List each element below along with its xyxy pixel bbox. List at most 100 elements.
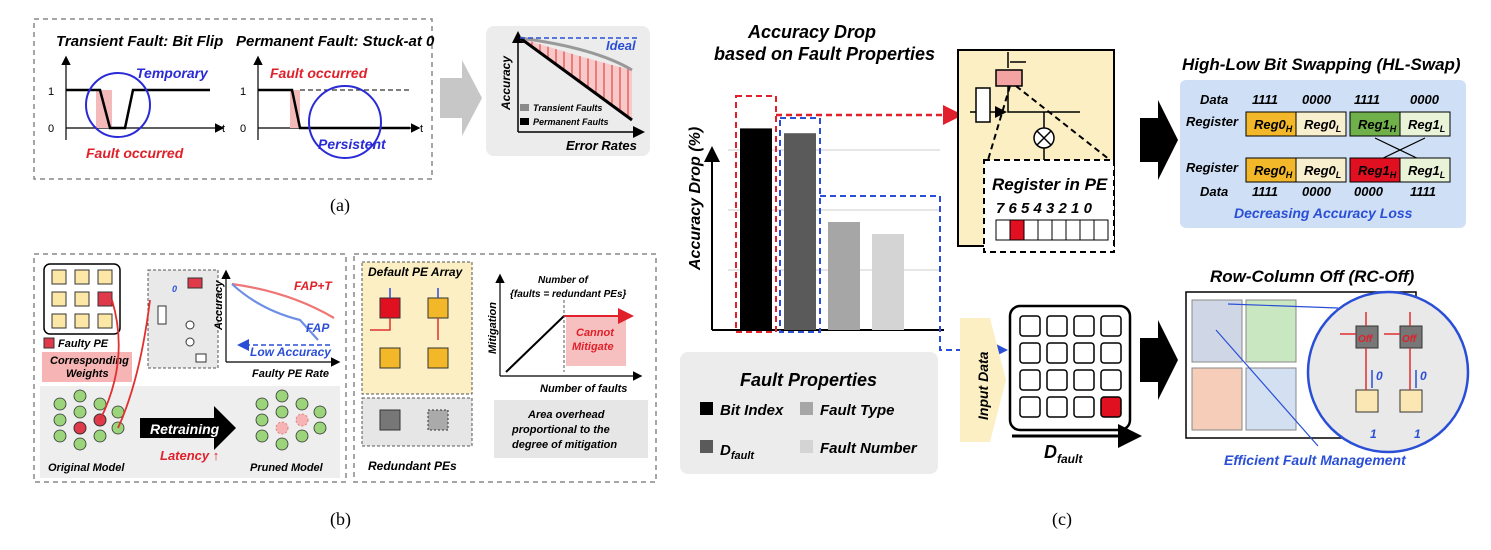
pruned-model-label: Pruned Model — [250, 462, 324, 474]
area-line-3: degree of mitigation — [512, 439, 617, 451]
caption-b: (b) — [330, 509, 351, 530]
hl-e4: 1111 — [1410, 184, 1436, 199]
off-label-2: Off — [1402, 334, 1418, 345]
fault-occurred-1: Fault occurred — [86, 145, 184, 161]
rc-zoom-circle — [1306, 290, 1470, 454]
hl-d4: 0000 — [1410, 92, 1440, 107]
zero-label-2: 0 — [1420, 369, 1427, 383]
mitigate-label: Mitigate — [572, 341, 614, 353]
redundant-pes-label: Redundant PEs — [368, 459, 457, 473]
hl-reg0h-top: Reg0H — [1254, 117, 1293, 134]
pe-cell — [1019, 396, 1041, 418]
hl-d1: 1111 — [1252, 92, 1278, 107]
bit-index-highlight — [735, 95, 777, 333]
bar-fault-number — [828, 222, 860, 330]
legend-permanent: Permanent Faults — [533, 117, 609, 127]
temporary-label: Temporary — [136, 65, 209, 81]
pe-cell — [1073, 342, 1095, 364]
t-label-2: t — [420, 123, 423, 135]
ideal-label: Ideal — [606, 38, 636, 53]
rc-arrow — [1140, 320, 1178, 400]
legend-dfault-swatch — [700, 440, 713, 453]
zero-label: 0 — [172, 284, 177, 294]
transient-title: Transient Fault: Bit Flip — [56, 33, 223, 50]
bar-bit-index — [740, 128, 772, 330]
faults-eq-label: {faults = redundant PEs} — [510, 289, 627, 300]
area-overhead-box — [494, 400, 648, 458]
rc-title: Row-Column Off (RC-Off) — [1210, 267, 1415, 286]
hl-e1: 1111 — [1252, 184, 1278, 199]
hl-register-1: Register — [1186, 114, 1239, 129]
fault-occurred-2: Fault occurred — [270, 65, 368, 81]
pe-cell — [1019, 369, 1041, 391]
num-of-label: Number of — [538, 275, 590, 286]
panel-b-right-frame — [353, 253, 657, 483]
mitigation-ylabel: Mitigation — [487, 302, 499, 354]
faulty-pe-cell — [1100, 396, 1122, 418]
panel-b-left-frame — [33, 253, 347, 483]
panel-c: Accuracy Drop based on Fault Properties … — [680, 22, 1470, 530]
pe-cell — [1100, 315, 1122, 337]
y1-label: 1 — [48, 86, 54, 98]
legend-bit-index: Bit Index — [720, 402, 784, 419]
pe-cell — [1046, 369, 1068, 391]
off-label-1: Off — [1358, 334, 1374, 345]
low-accuracy-label: Low Accuracy — [250, 345, 332, 359]
bar-d-fault — [872, 234, 904, 330]
decreasing-label: Decreasing Accuracy Loss — [1234, 205, 1413, 221]
redundant-pe-array — [361, 397, 473, 447]
chart-ylabel: Accuracy Drop (%) — [687, 127, 704, 271]
default-pe-array — [361, 261, 473, 395]
faulty-pe-label: Faulty PE — [58, 338, 109, 350]
legend-fault-type-swatch — [800, 402, 813, 415]
hl-reg0l-top: Reg0L — [1304, 117, 1341, 134]
legend-fault-type: Fault Type — [820, 402, 894, 419]
bit-numbers: 7 6 5 4 3 2 1 0 — [996, 200, 1093, 217]
pe-cell — [1073, 315, 1095, 337]
chart-title-1: Accuracy Drop — [747, 22, 876, 42]
faulty-pe-rate-label: Faulty PE Rate — [252, 368, 329, 380]
hl-register-2: Register — [1186, 160, 1239, 175]
input-data-arrow — [960, 318, 1006, 442]
pe-cell — [1046, 396, 1068, 418]
legend-fault-number-swatch — [800, 440, 813, 453]
area-line-1: Area overhead — [527, 409, 605, 421]
fap-label: FAP — [306, 321, 330, 335]
number-of-faults-label: Number of faults — [540, 383, 627, 395]
pe-cell — [1100, 342, 1122, 364]
zero-label-1: 0 — [1376, 369, 1383, 383]
pe-cell — [1019, 315, 1041, 337]
caption-c: (c) — [1052, 509, 1072, 530]
dfault-axis-label: Dfault — [1044, 442, 1083, 466]
original-model-label: Original Model — [48, 462, 125, 474]
pe-cell — [1046, 342, 1068, 364]
pe-cell — [1073, 369, 1095, 391]
y0-label: 0 — [48, 123, 54, 135]
one-label-2: 1 — [1414, 427, 1421, 441]
pe-cell — [1100, 369, 1122, 391]
panel-a: Transient Fault: Bit Flip Permanent Faul… — [33, 18, 650, 216]
legend-dfault: Dfault — [720, 442, 755, 462]
caption-a: (a) — [330, 195, 350, 216]
cannot-label: Cannot — [576, 327, 615, 339]
one-label-1: 1 — [1370, 427, 1377, 441]
hl-reg1h-top: Reg1H — [1358, 117, 1397, 134]
latency-label: Latency ↑ — [160, 448, 219, 463]
input-data-label: Input Data — [975, 351, 991, 420]
hl-reg1h-bottom: Reg1H — [1358, 163, 1397, 180]
retraining-label: Retraining — [150, 421, 220, 437]
hl-d2: 0000 — [1302, 92, 1332, 107]
hl-data-2: Data — [1200, 184, 1228, 199]
hl-reg1l-bottom: Reg1L — [1408, 163, 1445, 180]
y1-label-2: 1 — [240, 86, 246, 98]
permanent-title: Permanent Fault: Stuck-at 0 — [236, 33, 435, 50]
hl-d3: 1111 — [1354, 92, 1380, 107]
hl-reg0l-bottom: Reg0L — [1304, 163, 1341, 180]
hl-arrow — [1140, 100, 1178, 180]
pe-cell — [1073, 396, 1095, 418]
hl-e3: 0000 — [1354, 184, 1384, 199]
pe-cell — [1046, 315, 1068, 337]
